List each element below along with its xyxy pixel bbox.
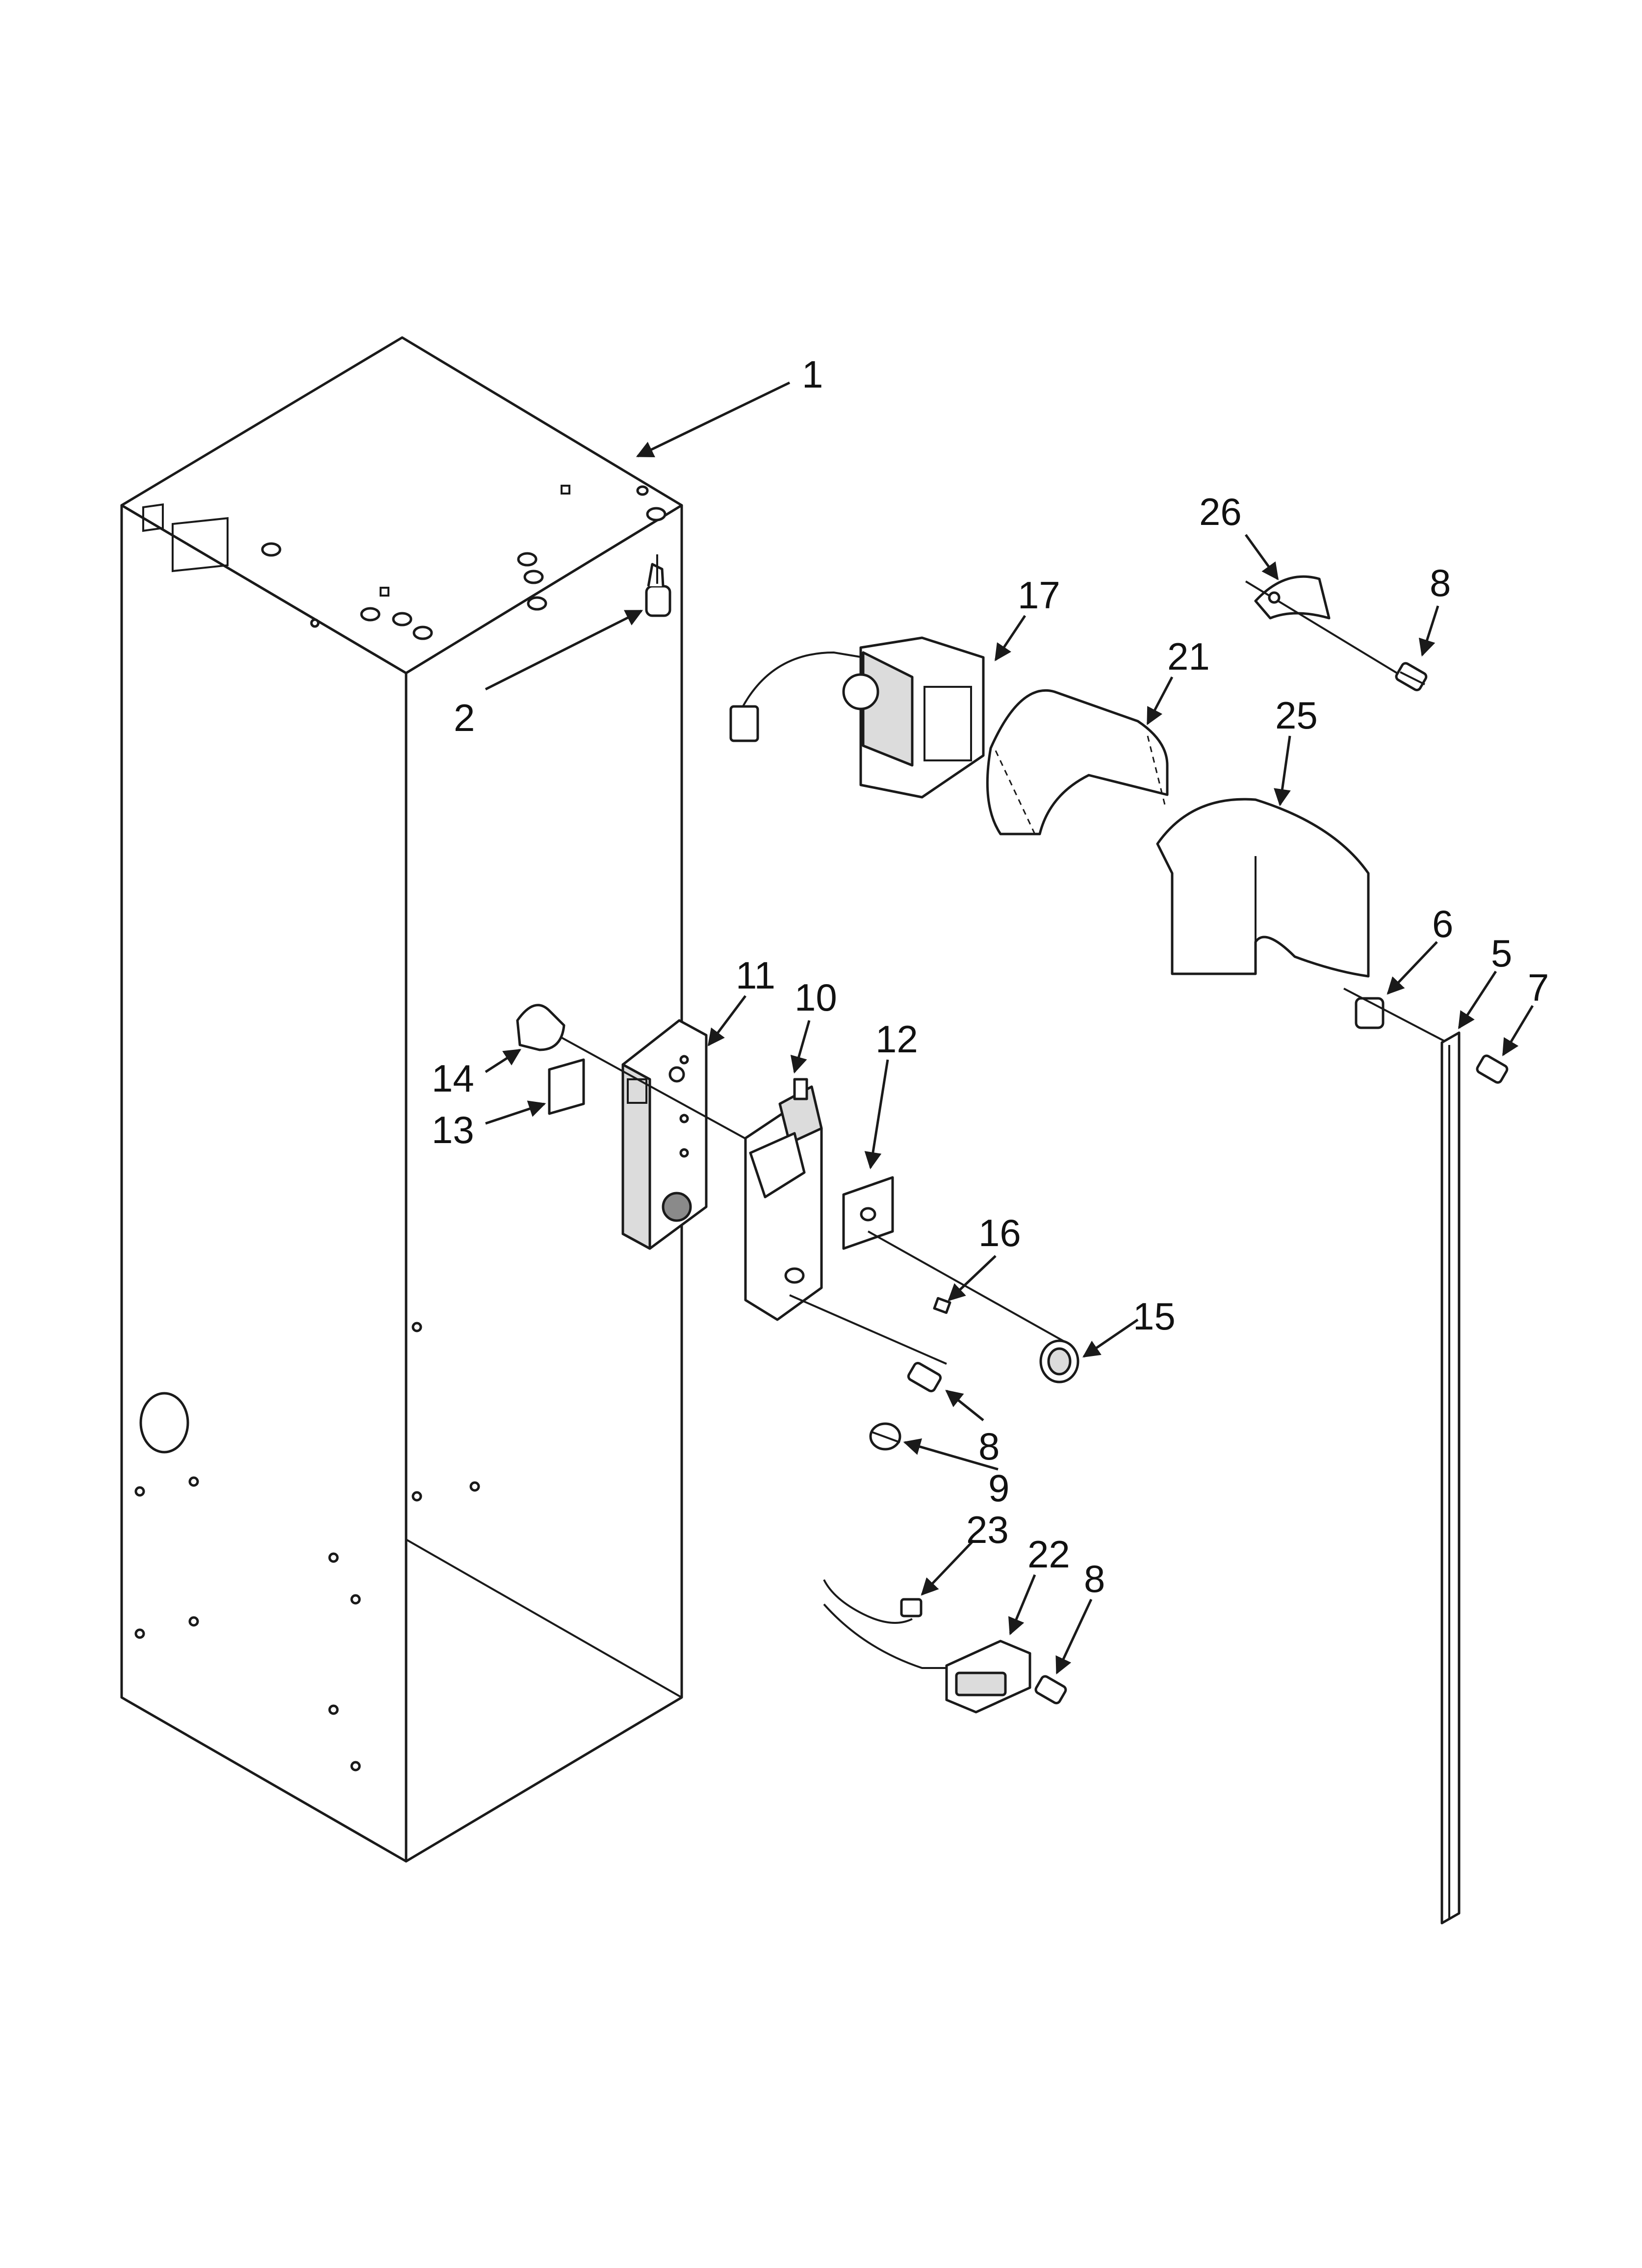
callout-21: 21 [1167,635,1210,678]
part-7-screw [1476,1054,1509,1084]
callout-1: 1 [802,353,823,396]
callout-15: 15 [1133,1295,1176,1338]
part-11-hinge-bracket [621,1019,708,1250]
callout-23: 23 [966,1508,1009,1551]
part-2-clip [645,554,671,617]
part-10-bracket [744,1078,947,1365]
screw-8-bottom [1034,1675,1067,1705]
part-25-insulation [1156,798,1370,978]
part-6-clip [1343,988,1457,1048]
cabinet-shell [120,336,683,1863]
callout-22: 22 [1027,1533,1070,1576]
part-14-knob [516,1004,763,1149]
part-21-insulation [986,689,1169,835]
part-16-clip [933,1297,951,1314]
callout-25: 25 [1275,694,1318,737]
callout-8a: 8 [1430,561,1451,604]
part-5-rail [1440,1031,1461,1925]
screw-8-middle [907,1361,942,1393]
callout-17: 17 [1018,574,1060,617]
callout-9: 9 [988,1466,1009,1510]
callout-10: 10 [795,976,837,1019]
callout-5: 5 [1491,932,1512,975]
callout-12: 12 [875,1017,918,1061]
callout-8b: 8 [978,1425,1000,1468]
callout-26: 26 [1199,490,1242,533]
callout-8c: 8 [1084,1557,1105,1600]
part-12-gasket [842,1176,1070,1345]
part-23-harness [823,1579,956,1669]
callout-7: 7 [1528,966,1549,1009]
callout-13: 13 [432,1108,474,1151]
part-26-bracket [1245,575,1409,680]
part-17-damper-assembly [729,636,985,799]
part-13-label [548,1058,585,1115]
callout-2: 2 [454,696,475,739]
part-9-plug [869,1422,901,1451]
callout-6: 6 [1432,902,1453,945]
leader-lines [485,381,1534,1675]
callout-16: 16 [978,1211,1021,1254]
callout-14: 14 [432,1057,474,1100]
screw-8-top [1395,662,1428,692]
callout-11: 11 [736,954,775,997]
part-15-plug [1039,1339,1079,1383]
part-22-switch [945,1640,1031,1714]
